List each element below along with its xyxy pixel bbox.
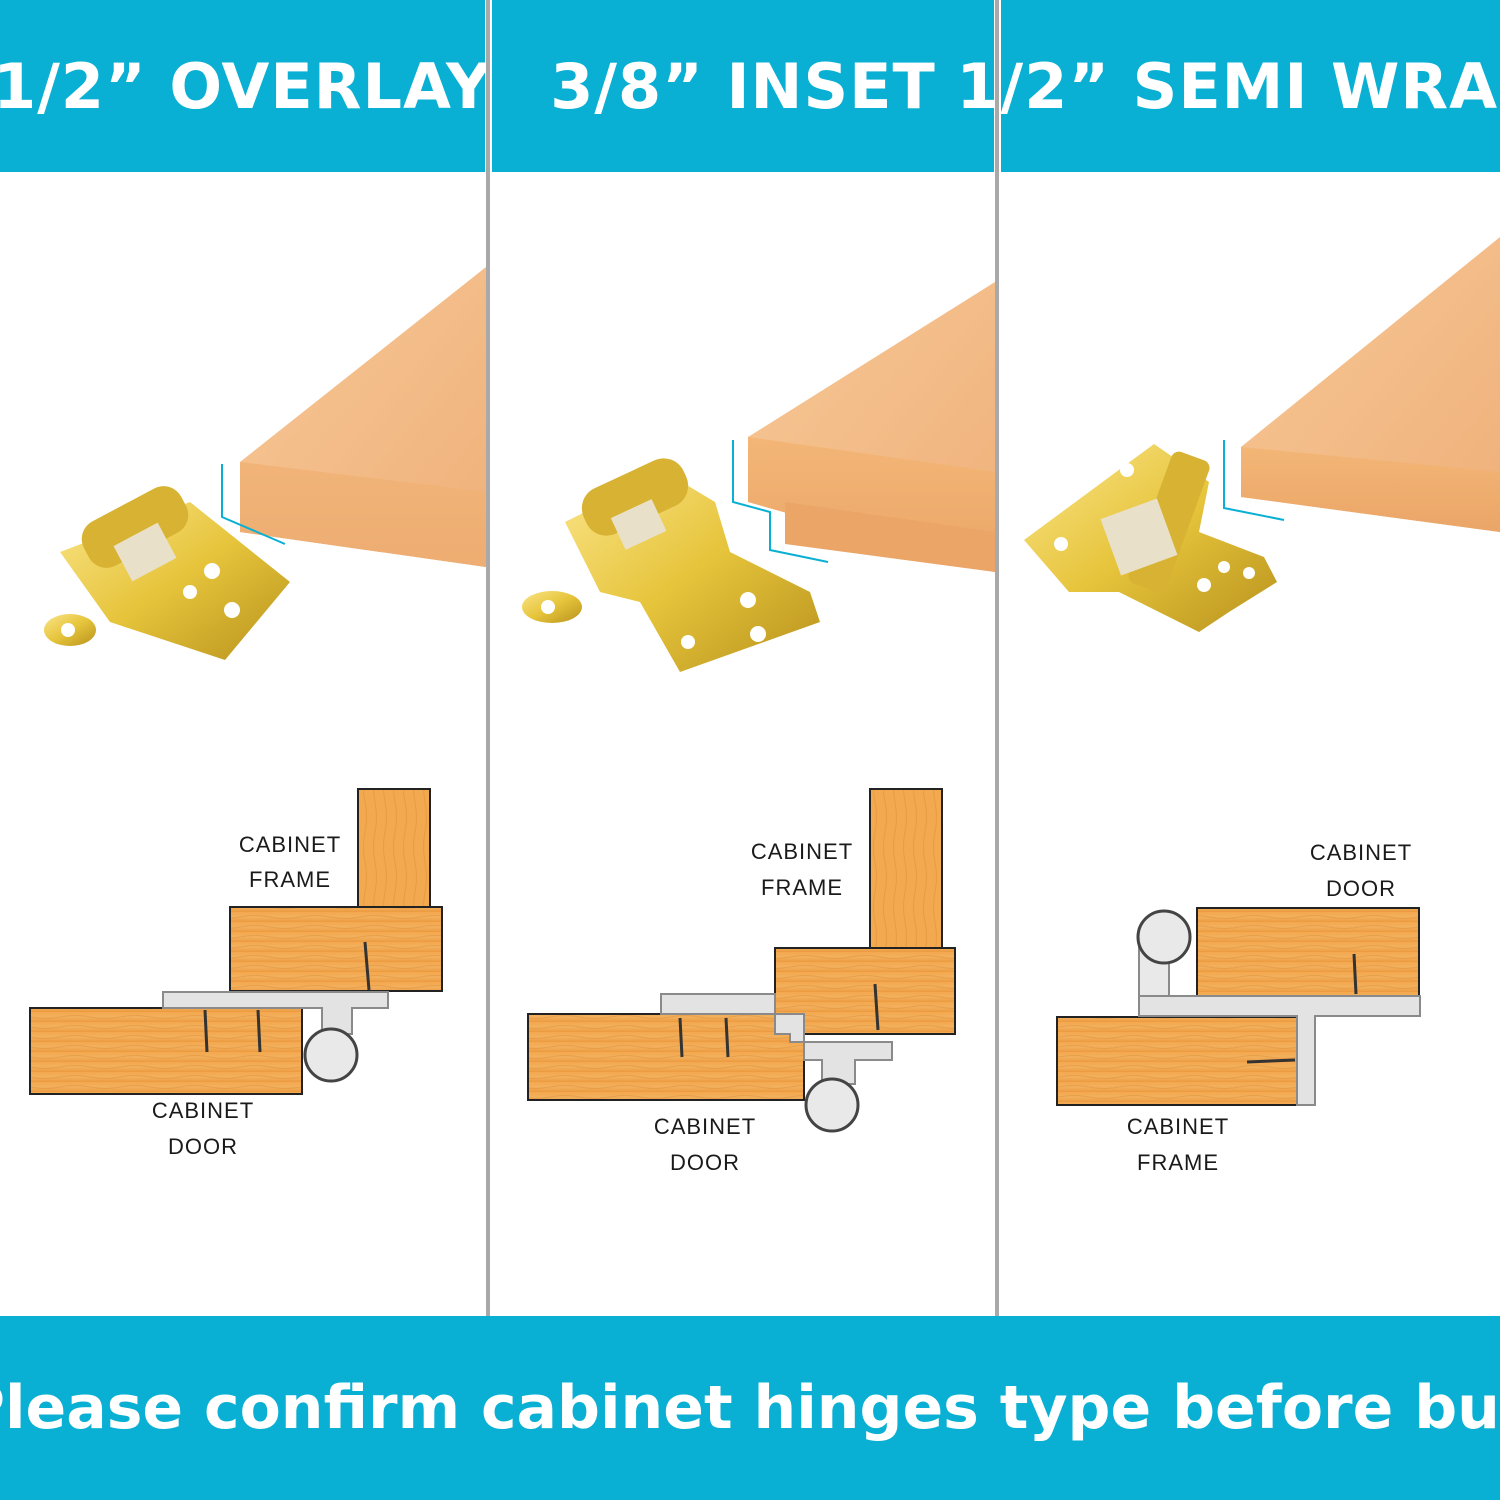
panel-divider	[995, 0, 999, 1316]
diagram-label-top-2: FRAME	[249, 867, 331, 892]
semi-wrap-diagram: CABINET DOOR CABINET FRAME	[1056, 840, 1421, 1175]
inset-indicator-line	[732, 440, 829, 563]
inset-diagram: CABINET FRAME CABINET DOOR	[527, 788, 956, 1175]
diagram-label-bottom-2: FRAME	[1137, 1150, 1219, 1175]
panel-1-title: 1/2” OVERLAY	[0, 49, 492, 123]
wood-board-image	[1241, 237, 1500, 532]
overlay-diagram: CABINET FRAME CABINET DOOR	[29, 788, 443, 1159]
diagram-label-bottom-1: CABINET	[654, 1114, 756, 1139]
brass-hinge-image	[522, 458, 820, 672]
diagram-label-bottom-2: DOOR	[670, 1150, 740, 1175]
diagram-label-top-2: FRAME	[761, 875, 843, 900]
brass-hinge-image	[1024, 444, 1277, 632]
diagram-label-top-1: CABINET	[1310, 840, 1412, 865]
diagram-label-bottom-2: DOOR	[168, 1134, 238, 1159]
panel-2-illustration: CABINET FRAME CABINET DOOR	[522, 282, 995, 1175]
panel-2-title: 3/8” INSET	[550, 49, 936, 123]
wood-board-image	[748, 282, 995, 572]
semi-wrap-indicator-line	[1223, 440, 1285, 521]
panel-divider	[486, 0, 490, 1316]
panel-1-illustration: CABINET FRAME CABINET DOOR	[29, 267, 486, 1159]
diagram-label-bottom-1: CABINET	[152, 1098, 254, 1123]
panel-3-title: 1/2” SEMI WRAP	[956, 49, 1500, 123]
diagram-label-top-1: CABINET	[751, 839, 853, 864]
panel-3-illustration: CABINET DOOR CABINET FRAME	[1024, 237, 1500, 1175]
diagram-label-top-2: DOOR	[1326, 876, 1396, 901]
panel-3-header: 1/2” SEMI WRAP	[956, 0, 1500, 172]
panel-1-header: 1/2” OVERLAY	[0, 0, 491, 172]
footer-banner: Please confirm cabinet hinges type befor…	[0, 1316, 1500, 1500]
brass-hinge-image	[44, 486, 290, 660]
panel-2-header: 3/8” INSET	[492, 0, 994, 172]
diagram-label-top-1: CABINET	[239, 832, 341, 857]
footer-notice: Please confirm cabinet hinges type befor…	[0, 1373, 1500, 1443]
diagram-label-bottom-1: CABINET	[1127, 1114, 1229, 1139]
overlay-indicator-line	[221, 464, 286, 545]
wood-board-image	[240, 267, 486, 567]
